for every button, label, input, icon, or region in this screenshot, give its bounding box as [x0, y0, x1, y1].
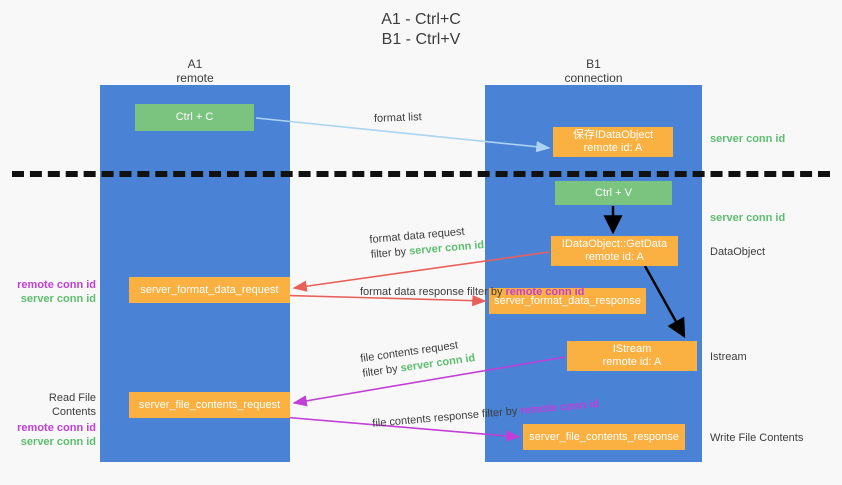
column-b1-role: connection	[564, 71, 623, 85]
node-ctrl-v-label: Ctrl + V	[595, 186, 632, 199]
filter-prefix: filter by	[467, 286, 506, 298]
annotation-read-file-contents-group: Read File Contents remote conn id server…	[8, 391, 96, 449]
node-server-file-contents-response[interactable]: server_file_contents_response	[523, 424, 685, 450]
node-save-idataobject-line2: remote id: A	[583, 142, 643, 154]
node-istream[interactable]: IStream remote id: A	[567, 341, 697, 371]
node-istream-line2: remote id: A	[602, 356, 662, 368]
annotation-read-server-conn-id: server conn id	[20, 436, 96, 448]
filter-prefix: filter by	[370, 245, 410, 261]
node-istream-line1: IStream	[612, 343, 652, 355]
annotation-read-remote-conn-id: remote conn id	[17, 422, 96, 434]
column-a1-name: A1	[187, 57, 203, 71]
title-line-2: B1 - Ctrl+V	[381, 31, 461, 48]
column-header-b1: B1 connection	[485, 57, 702, 85]
column-header-a1: A1 remote	[100, 57, 290, 85]
annotation-dataobject: DataObject	[710, 246, 766, 258]
node-idataobject-getdata[interactable]: IDataObject::GetData remote id: A	[551, 236, 678, 266]
node-idataobject-getdata-line1: IDataObject::GetData	[561, 238, 668, 250]
annotation-read-file-contents: Read File Contents	[48, 392, 96, 418]
annotation-server-conn-id-top: server conn id	[710, 133, 786, 145]
node-save-idataobject-line1: 保存IDataObject	[572, 129, 654, 141]
phase-divider	[12, 171, 830, 177]
filter-key-remote-conn-id: remote conn id	[505, 286, 585, 298]
annotation-format-conn-ids: remote conn id server conn id	[8, 278, 96, 306]
node-server-format-data-request-label: server_format_data_request	[140, 283, 279, 296]
column-a1-role: remote	[176, 71, 214, 85]
node-ctrl-c[interactable]: Ctrl + C	[135, 104, 254, 131]
filter-prefix: filter by	[481, 404, 521, 421]
node-server-file-contents-request-label: server_file_contents_request	[138, 398, 281, 411]
annotation-format-server-conn-id: server conn id	[20, 293, 96, 305]
node-ctrl-v[interactable]: Ctrl + V	[555, 181, 672, 205]
node-idataobject-getdata-line2: remote id: A	[585, 251, 644, 263]
node-server-file-contents-response-label: server_file_contents_response	[529, 430, 679, 443]
annotation-istream: Istream	[710, 351, 747, 363]
annotation-write-file-contents: Write File Contents	[710, 432, 804, 444]
edge-label-format-list-text: format list	[373, 111, 422, 125]
annotation-server-conn-id-mid: server conn id	[710, 212, 786, 224]
node-server-file-contents-request[interactable]: server_file_contents_request	[129, 392, 290, 418]
node-server-format-data-response-label: server_format_data_response	[494, 294, 641, 307]
annotation-format-remote-conn-id: remote conn id	[17, 279, 96, 291]
edge-label-format-data-response: format data response filter by remote co…	[360, 285, 584, 300]
page-title: A1 - Ctrl+C B1 - Ctrl+V	[0, 10, 842, 50]
node-save-idataobject[interactable]: 保存IDataObject remote id: A	[553, 127, 673, 157]
edge-label-format-data-response-text: format data response	[360, 286, 464, 298]
edge-label-format-data-response-filter: filter by remote conn id	[467, 286, 584, 298]
node-ctrl-c-label: Ctrl + C	[175, 111, 214, 123]
filter-key-server-conn-id: server conn id	[408, 239, 485, 258]
title-line-1: A1 - Ctrl+C	[381, 11, 461, 28]
edge-label-format-data-request: format data request filter by server con…	[369, 223, 485, 263]
edge-label-file-contents-request: file contents request filter by server c…	[359, 336, 476, 382]
edge-label-file-contents-response-text: file contents response	[371, 408, 480, 430]
node-server-format-data-request[interactable]: server_format_data_request	[129, 277, 290, 303]
node-server-format-data-response[interactable]: server_format_data_response	[489, 288, 646, 314]
column-b1-name: B1	[586, 57, 601, 71]
filter-prefix: filter by	[361, 362, 402, 380]
edge-label-format-list: format list	[374, 110, 422, 127]
